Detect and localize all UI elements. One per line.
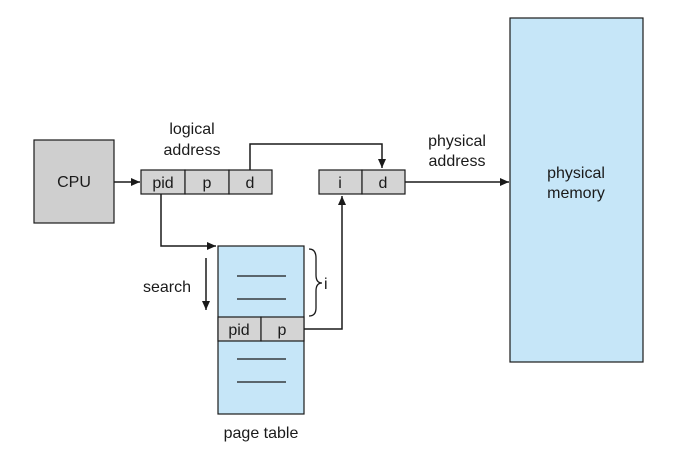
cpu-label: CPU <box>57 174 91 191</box>
physical-memory-label-line2: memory <box>547 185 605 202</box>
page-table: pid p <box>217 245 305 415</box>
frame-index-arrow <box>304 196 346 330</box>
logical-address-caption-line1: logical <box>169 121 214 138</box>
logical-d-field: d <box>246 175 255 192</box>
physical-address-register: i d <box>318 169 406 195</box>
logical-address-register: pid p d <box>140 169 273 195</box>
physical-address-caption-line2: address <box>429 153 486 170</box>
logical-p-field: p <box>203 175 212 192</box>
search-label: search <box>143 279 191 296</box>
physical-memory: physical memory <box>509 17 644 363</box>
page-table-caption: page table <box>224 425 299 442</box>
cpu-box: CPU <box>33 139 115 224</box>
lookup-arrow <box>160 194 216 250</box>
page-table-p-field: p <box>278 322 287 339</box>
physical-d-field: d <box>379 175 388 192</box>
page-table-pid-field: pid <box>228 322 249 339</box>
offset-d-arrow <box>249 143 386 170</box>
physical-address-caption-line1: physical <box>428 133 486 150</box>
index-label: i <box>324 276 328 293</box>
physical-i-field: i <box>338 175 342 192</box>
physical-memory-label-line1: physical <box>547 165 605 182</box>
logical-address-caption-line2: address <box>164 142 221 159</box>
index-brace <box>308 248 323 317</box>
logical-pid-field: pid <box>152 175 173 192</box>
